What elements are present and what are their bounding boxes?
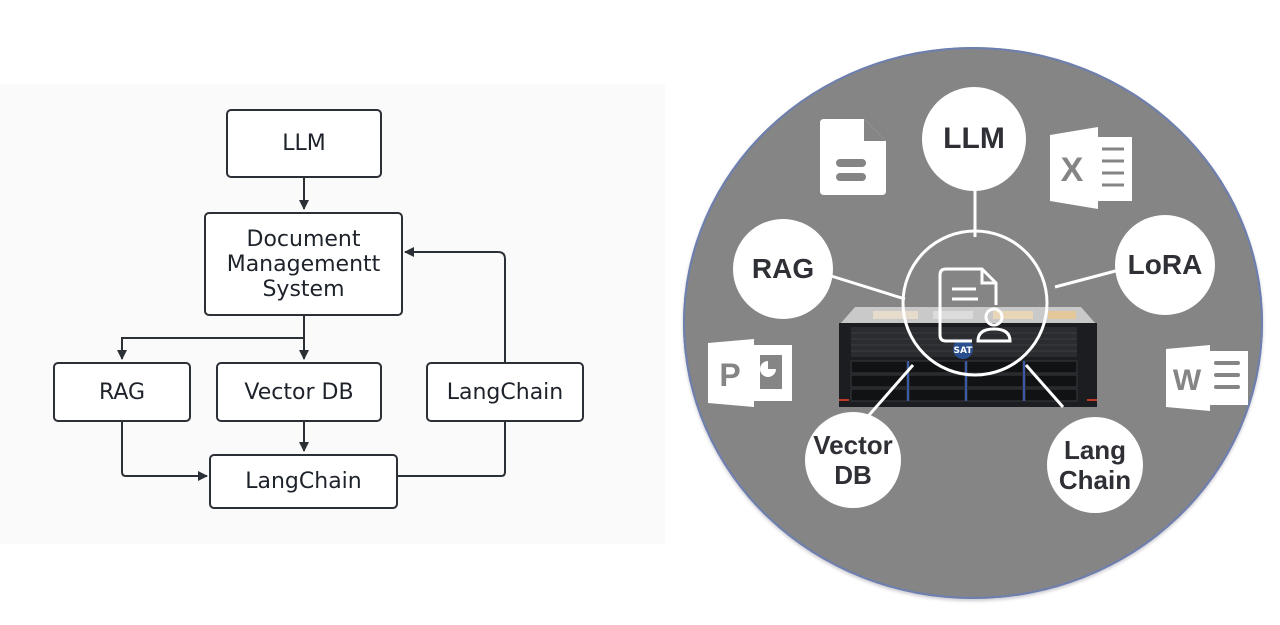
node-langchain-right: LangChain	[426, 362, 584, 422]
node-document-management-system: Document Managementt System	[204, 212, 403, 316]
node-vector-db-label: Vector DB	[244, 379, 354, 405]
bubble-vector-db: Vector DB	[805, 412, 901, 508]
bubble-lora: LoRA	[1115, 215, 1215, 315]
bubble-langchain: Lang Chain	[1047, 417, 1143, 513]
node-langchain-bottom: LangChain	[209, 454, 398, 509]
node-rag: RAG	[53, 362, 191, 422]
node-dms-line-1: Document	[246, 226, 361, 252]
node-vector-db: Vector DB	[216, 362, 382, 422]
word-icon-letter: W	[1173, 364, 1202, 397]
hub-spokes	[827, 187, 1124, 423]
powerpoint-icon-letter: P	[719, 357, 740, 393]
spoke-rag	[827, 273, 906, 301]
center-ring	[901, 229, 1049, 377]
node-dms-line-3: System	[262, 276, 345, 302]
edge-rag-to-langchain	[121, 421, 208, 481]
spoke-vector-db	[861, 364, 915, 423]
edge-dms-to-rag	[117, 337, 304, 360]
node-llm-label: LLM	[282, 131, 326, 156]
bubble-vector-db-line-2: DB	[834, 460, 872, 490]
powerpoint-icon: P	[708, 339, 792, 407]
spoke-langchain	[1024, 364, 1065, 408]
excel-icon: X	[1050, 127, 1132, 209]
spoke-lora	[1054, 267, 1124, 289]
document-user-icon	[938, 267, 1012, 343]
excel-icon-letter: X	[1061, 151, 1084, 189]
bubble-llm: LLM	[922, 87, 1026, 191]
bubble-rag-label: RAG	[751, 253, 815, 284]
bubble-llm-label: LLM	[943, 122, 1005, 155]
word-icon: W	[1166, 345, 1248, 411]
document-icon	[820, 119, 886, 195]
node-langchain-bottom-label: LangChain	[245, 469, 362, 494]
hub-illustration: SAT LLM RAG LoRA Vector DB Lang Chain	[683, 47, 1263, 599]
node-langchain-right-label: LangChain	[446, 379, 564, 405]
bubble-vector-db-line-1: Vector	[813, 430, 893, 460]
bubble-langchain-line-2: Chain	[1058, 465, 1132, 495]
node-dms-line-2: Managementt	[226, 251, 381, 277]
node-llm: LLM	[226, 109, 382, 178]
node-rag-label: RAG	[98, 379, 146, 405]
bubble-langchain-line-1: Lang	[1063, 435, 1127, 465]
server-logo-text: SAT	[954, 346, 974, 356]
bubble-lora-label: LoRA	[1127, 249, 1203, 280]
bubble-rag: RAG	[733, 219, 833, 319]
